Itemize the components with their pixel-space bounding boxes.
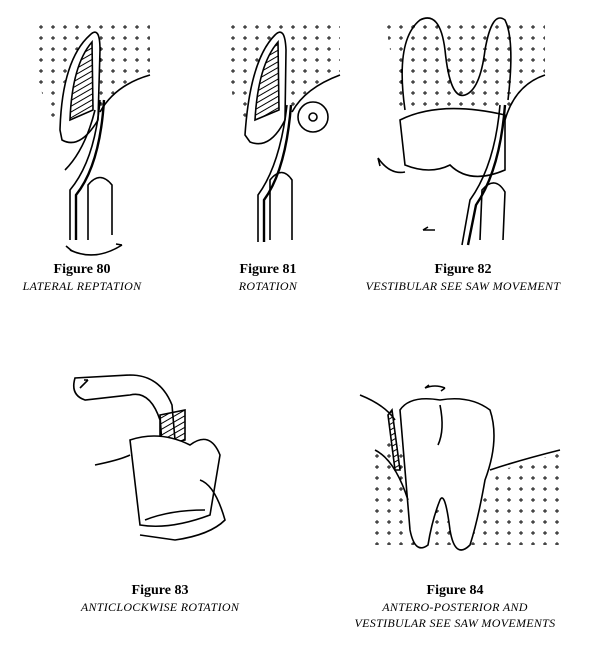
figure-81-number: Figure 81 xyxy=(239,262,297,277)
figure-83-number: Figure 83 xyxy=(131,583,189,598)
figure-84-number: Figure 84 xyxy=(426,583,484,598)
figure-82-caption: Figure 82 VESTIBULAR SEE SAW MOVEMENT xyxy=(366,262,561,294)
figure-83-caption: Figure 83 ANTICLOCKWISE ROTATION xyxy=(81,583,239,615)
figure-81-caption: Figure 81 ROTATION xyxy=(239,262,297,294)
figure-84-caption: Figure 84 ANTERO-POSTERIOR AND VESTIBULA… xyxy=(355,583,556,631)
figure-83-title: ANTICLOCKWISE ROTATION xyxy=(80,600,240,614)
figure-84-title-line2: VESTIBULAR SEE SAW MOVEMENTS xyxy=(354,616,556,630)
figure-80-caption: Figure 80 LATERAL REPTATION xyxy=(23,262,142,294)
figure-81-title: ROTATION xyxy=(238,279,298,293)
figure-84-title-line1: ANTERO-POSTERIOR AND xyxy=(382,600,528,614)
figure-83-drawing xyxy=(72,374,226,541)
figure-82-drawing xyxy=(377,17,546,246)
figure-80-number: Figure 80 xyxy=(53,262,111,277)
figure-81-drawing xyxy=(225,20,341,242)
figure-80-title: LATERAL REPTATION xyxy=(22,279,142,293)
figure-84-drawing xyxy=(359,384,561,551)
figure-82-title: VESTIBULAR SEE SAW MOVEMENT xyxy=(365,279,561,293)
figure-82-number: Figure 82 xyxy=(434,262,492,277)
figure-80-drawing xyxy=(35,20,151,256)
